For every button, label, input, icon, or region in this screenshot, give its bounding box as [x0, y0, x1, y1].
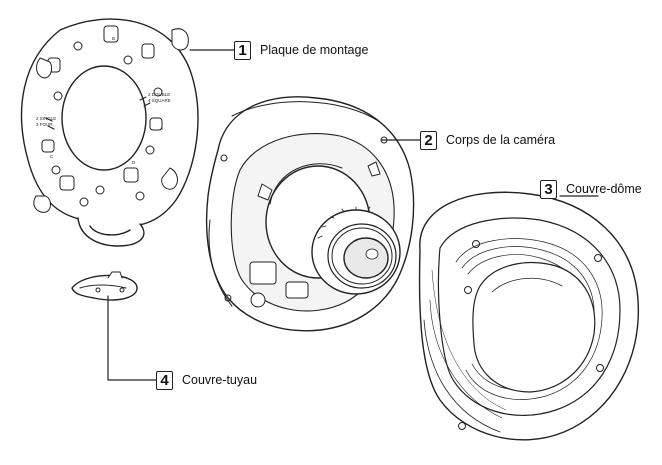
- callout-3: 3 Couvre-dôme: [540, 178, 642, 200]
- callout-number: 1: [234, 40, 251, 60]
- callout-4: 4 Couvre-tuyau: [156, 369, 257, 391]
- mounting-plate: 2 DOUBLE 4 SQUARE 2 SINGLE 3 FOUR A B C …: [20, 18, 199, 247]
- callout-label: Plaque de montage: [260, 43, 369, 57]
- callout-number: 3: [540, 179, 557, 199]
- plate-tab: [77, 217, 145, 247]
- plate-details: [33, 25, 189, 213]
- plate-text-square: 4 SQUARE: [148, 98, 171, 103]
- callout-label: Couvre-dôme: [566, 182, 642, 196]
- callout-2: 2 Corps de la caméra: [420, 129, 555, 151]
- leader-4: [107, 295, 157, 381]
- callout-number: 2: [420, 130, 437, 150]
- plate-center-hole: [61, 65, 147, 171]
- callout-number: 4: [156, 370, 173, 390]
- plate-text-double: 2 DOUBLE: [148, 92, 170, 97]
- dome-bubble: [472, 262, 596, 393]
- pipe-cover: [71, 271, 138, 301]
- callout-label: Corps de la caméra: [446, 133, 556, 147]
- plate-text-d: D: [132, 160, 136, 165]
- plate-text-b: B: [112, 36, 115, 41]
- callout-1: 1 Plaque de montage: [234, 39, 368, 61]
- camera-body: [205, 96, 415, 332]
- plate-text-single: 2 SINGLE: [36, 116, 56, 121]
- plate-text-four: 3 FOUR: [36, 122, 53, 127]
- plate-tab-slot: [89, 225, 131, 236]
- callout-label: Couvre-tuyau: [182, 373, 258, 387]
- lens-glass: [343, 237, 389, 279]
- dome-cover: [418, 191, 640, 441]
- plate-text-a: A: [160, 126, 163, 131]
- plate-text-c: C: [50, 154, 54, 159]
